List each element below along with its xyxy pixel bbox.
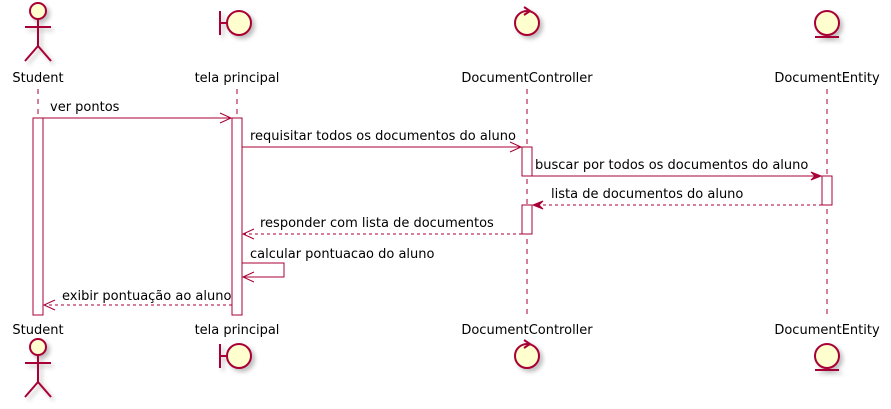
participant-label-top-student: Student [12,71,63,86]
participant-label-bottom-ctrl: DocumentController [461,323,593,338]
control-icon [514,339,540,369]
participant-label-bottom-student: Student [12,323,63,338]
activation-bar-student [32,117,44,316]
message-arrow-5 [242,262,285,278]
activation-bar-ctrl [521,146,533,177]
message-arrowhead-4 [241,228,255,240]
actor-icon [24,2,52,62]
message-label-0: ver pontos [50,100,120,115]
participant-label-bottom-tela: tela principal [195,323,280,338]
participant-label-top-ctrl: DocumentController [461,71,593,86]
control-icon [514,6,540,36]
boundary-icon [219,343,252,369]
entity-icon [814,343,840,371]
message-label-3: lista de documentos do aluno [551,187,743,202]
message-arrowhead-6 [42,299,56,311]
boundary-icon [219,10,252,36]
participant-label-bottom-entity: DocumentEntity [774,323,880,338]
participant-label-top-tela: tela principal [195,71,280,86]
message-label-5: calcular pontuacao do aluno [250,247,435,262]
participant-label-top-entity: DocumentEntity [774,71,880,86]
message-arrowhead-2 [810,171,823,181]
activation-bar-entity [821,175,833,206]
activation-bar-tela [231,117,243,316]
message-arrowhead-5 [241,271,255,283]
message-label-4: responder com lista de documentos [260,216,494,231]
entity-icon [814,10,840,38]
activation-bar-ctrl [521,204,533,235]
message-label-1: requisitar todos os documentos do aluno [250,129,516,144]
message-label-6: exibir pontuação ao aluno [62,289,231,304]
actor-icon [24,338,52,398]
message-arrowhead-3 [531,200,544,210]
message-arrowhead-0 [219,112,233,124]
message-arrowhead-1 [509,141,523,153]
message-label-2: buscar por todos os documentos do aluno [535,158,808,173]
